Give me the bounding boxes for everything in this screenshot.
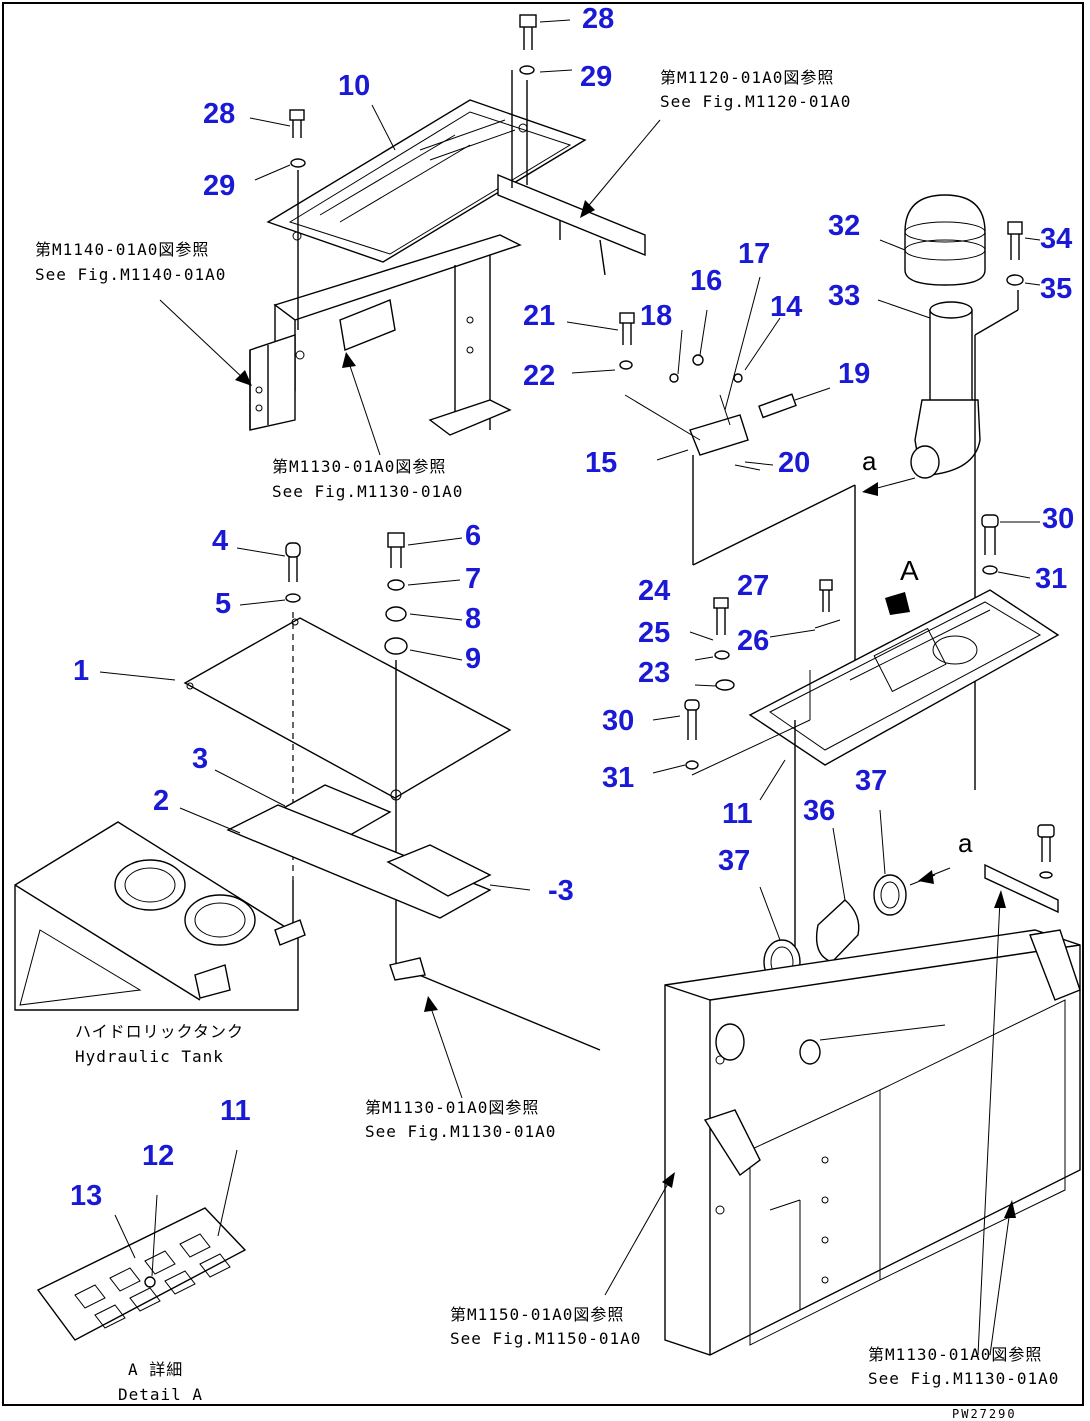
part-number: 25 <box>638 617 670 649</box>
part-number: 9 <box>465 643 481 675</box>
ref-m1120-jp: 第M1120-01A0図参照 <box>660 68 834 87</box>
ref-m1130-right-jp: 第M1130-01A0図参照 <box>868 1345 1042 1364</box>
connection-marker-a: a <box>958 828 973 858</box>
part-number: 29 <box>580 61 612 93</box>
ref-m1150-jp: 第M1150-01A0図参照 <box>450 1305 624 1324</box>
view-marker-a: A <box>900 555 919 586</box>
part-number: 18 <box>640 300 672 332</box>
part-number: 19 <box>838 358 870 390</box>
bolts-28-29 <box>289 14 537 330</box>
part-number: 27 <box>737 570 769 602</box>
part-number: 2 <box>153 785 169 817</box>
ref-m1130-top-jp: 第M1130-01A0図参照 <box>272 457 446 476</box>
part-number: 7 <box>465 563 481 595</box>
part-number: 34 <box>1040 223 1072 255</box>
bracket-parts-14-22 <box>619 312 856 680</box>
part-number: 30 <box>602 705 634 737</box>
part-number: 8 <box>465 603 481 635</box>
part-number: 4 <box>212 525 228 557</box>
cover-10-assembly <box>266 99 646 276</box>
ref-m1130-mid-jp: 第M1130-01A0図参照 <box>365 1098 539 1117</box>
part-number: 37 <box>718 845 750 877</box>
part-number: 33 <box>828 280 860 312</box>
ref-m1140-jp: 第M1140-01A0図参照 <box>35 240 209 259</box>
part-number: 11 <box>220 1095 251 1127</box>
radiator-frame <box>664 929 1081 1356</box>
hydraulic-tank <box>14 821 601 1051</box>
drawing-code: PW27290 <box>952 1407 1017 1421</box>
figure-references: 第M1120-01A0図参照 See Fig.M1120-01A0 第M1140… <box>35 68 1059 1404</box>
detail-a-drawing <box>36 1149 247 1341</box>
part-number: 12 <box>142 1140 174 1172</box>
part-number: 17 <box>738 238 770 270</box>
rubber-blocks-2-3 <box>226 784 492 919</box>
part-number: 32 <box>828 210 860 242</box>
part-number-labels: 28 29 10 28 29 32 34 33 35 17 16 14 21 1… <box>70 3 1074 1212</box>
air-cleaner-assembly <box>904 194 1024 790</box>
reference-arrows <box>159 119 1016 1356</box>
ref-m1130-mid-en: See Fig.M1130-01A0 <box>365 1122 556 1141</box>
part-number: 21 <box>523 300 555 332</box>
part-number: 5 <box>215 588 231 620</box>
part-number: 6 <box>465 520 481 552</box>
part-number: 31 <box>602 762 634 794</box>
part-number: 11 <box>722 798 753 830</box>
part-number: 30 <box>1042 503 1074 535</box>
part-number: 35 <box>1040 273 1072 305</box>
connection-marker-a: a <box>862 446 877 476</box>
ref-m1140-en: See Fig.M1140-01A0 <box>35 265 226 284</box>
part-number: 26 <box>737 625 769 657</box>
part-number: 37 <box>855 765 887 797</box>
detail-a-jp: A 詳細 <box>128 1360 183 1379</box>
part-number: 1 <box>73 655 89 687</box>
part-number: 20 <box>778 447 810 479</box>
part-number: 16 <box>690 265 722 297</box>
part-number: 22 <box>523 360 555 392</box>
part-number: 13 <box>70 1180 102 1212</box>
part-number: 15 <box>585 447 617 479</box>
part-number: 28 <box>582 3 614 35</box>
hydraulic-tank-jp: ハイドロリックタンク <box>75 1022 244 1041</box>
cover-plate-1 <box>183 617 512 801</box>
part-number: 23 <box>638 657 670 689</box>
part-number: 3 <box>192 743 208 775</box>
part-number: 31 <box>1035 563 1067 595</box>
ref-m1130-right-en: See Fig.M1130-01A0 <box>868 1369 1059 1388</box>
detail-a-en: Detail A <box>118 1385 203 1404</box>
part-number: 14 <box>770 291 802 323</box>
hardware-4-9 <box>285 532 408 965</box>
hydraulic-tank-en: Hydraulic Tank <box>75 1047 224 1066</box>
support-frame <box>249 234 522 436</box>
part-number: 36 <box>803 795 835 827</box>
ref-m1150-en: See Fig.M1150-01A0 <box>450 1329 641 1348</box>
ref-m1120-en: See Fig.M1120-01A0 <box>660 92 851 111</box>
part-number: 24 <box>638 575 670 607</box>
part-number: 29 <box>203 170 235 202</box>
part-number: -3 <box>548 875 574 907</box>
part-number: 10 <box>338 70 370 102</box>
leader-lines <box>99 19 1041 941</box>
ref-m1130-top-en: See Fig.M1130-01A0 <box>272 482 463 501</box>
part-number: 28 <box>203 98 235 130</box>
